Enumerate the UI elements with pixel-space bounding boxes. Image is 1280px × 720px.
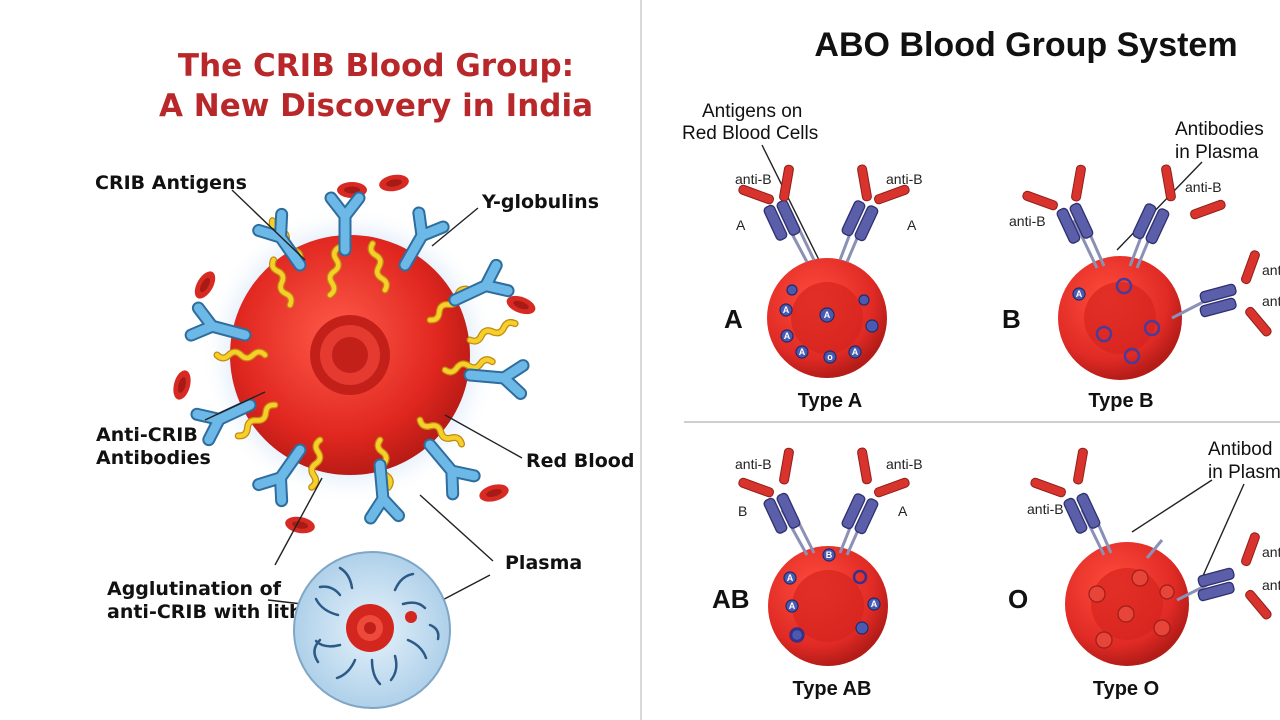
type-ab-letter: AB <box>712 584 750 614</box>
type-ab-antigen-left: B <box>738 503 747 519</box>
type-o-edge-label-2: ant <box>1262 577 1280 593</box>
label-y-globulins: Y-globulins <box>481 191 599 213</box>
type-a-antibody-label-left: anti-B <box>735 171 772 187</box>
svg-text:A: A <box>789 601 796 611</box>
abo-title: ABO Blood Group System <box>814 26 1237 64</box>
svg-text:A: A <box>1076 289 1083 299</box>
svg-text:A: A <box>784 331 791 341</box>
svg-text:o: o <box>827 352 833 362</box>
type-b-letter: B <box>1002 304 1021 334</box>
type-o-label: Type O <box>1093 678 1159 700</box>
type-a-antibody-label-right: anti-B <box>886 171 923 187</box>
svg-text:A: A <box>824 310 831 320</box>
svg-text:A: A <box>783 305 790 315</box>
svg-text:A: A <box>871 599 878 609</box>
label-crib-antigens: CRIB Antigens <box>95 172 247 194</box>
type-ab-cell <box>738 447 910 666</box>
type-b-cell <box>1022 164 1272 380</box>
abo-diagram: ABO Blood Group System Antigens on Red B… <box>682 26 1280 700</box>
crib-diagram: The CRIB Blood Group: A New Discovery in… <box>95 48 640 709</box>
crib-title-line1: The CRIB Blood Group: <box>178 48 574 84</box>
type-a-antigen-right: A <box>907 217 917 233</box>
type-o-edge-label-1: ant <box>1262 544 1280 560</box>
crib-title-line2: A New Discovery in India <box>159 88 593 124</box>
type-a-antigen-left: A <box>736 217 746 233</box>
type-a-cell <box>738 164 910 378</box>
type-o-letter: O <box>1008 584 1028 614</box>
crib-leader-lines <box>204 189 523 616</box>
label-anti-crib-line1: Anti-CRIB <box>96 424 198 446</box>
type-b-edge-label-1: ant <box>1262 262 1280 278</box>
label-red-blood-cell: Red Blood C <box>526 450 640 472</box>
label-antigens-line2: Red Blood Cells <box>682 123 818 144</box>
crib-diagram-panel: The CRIB Blood Group: A New Discovery in… <box>95 48 640 709</box>
type-ab-antibody-label-left: anti-B <box>735 456 772 472</box>
type-ab-label: Type AB <box>793 678 872 700</box>
type-ab-antibody-label-right: anti-B <box>886 456 923 472</box>
label-antibod-line1: Antibod <box>1208 439 1272 460</box>
type-o-cell <box>1030 447 1272 666</box>
abo-diagram-panel: ABO Blood Group System Antigens on Red B… <box>640 0 1280 720</box>
type-ab-antigen-right: A <box>898 503 908 519</box>
type-b-antibody-label-right: anti-B <box>1185 179 1222 195</box>
label-anti-crib-line2: Antibodies <box>96 447 211 469</box>
type-b-label: Type B <box>1088 390 1153 412</box>
label-agglutination-line2: anti-CRIB with lith <box>107 601 303 623</box>
label-antibodies-plasma-line2: in Plasma <box>1175 142 1259 163</box>
svg-text:A: A <box>787 573 794 583</box>
type-a-label: Type A <box>798 390 862 412</box>
abo-leader-lines <box>761 144 1245 579</box>
label-antigens-line1: Antigens on <box>702 101 802 122</box>
type-b-edge-label-2: ant <box>1262 293 1280 309</box>
type-a-letter: A <box>724 304 743 334</box>
label-agglutination-line1: Agglutination of <box>107 578 282 600</box>
label-antibod-line2: in Plasm <box>1208 462 1280 483</box>
svg-text:A: A <box>852 347 859 357</box>
type-b-antibody-label-left: anti-B <box>1009 213 1046 229</box>
type-o-antibody-label: anti-B <box>1027 501 1064 517</box>
label-plasma: Plasma <box>505 552 582 574</box>
agglutination-dish <box>293 551 451 709</box>
label-antibodies-plasma-line1: Antibodies <box>1175 119 1264 140</box>
svg-text:A: A <box>799 347 806 357</box>
svg-text:B: B <box>826 550 833 560</box>
